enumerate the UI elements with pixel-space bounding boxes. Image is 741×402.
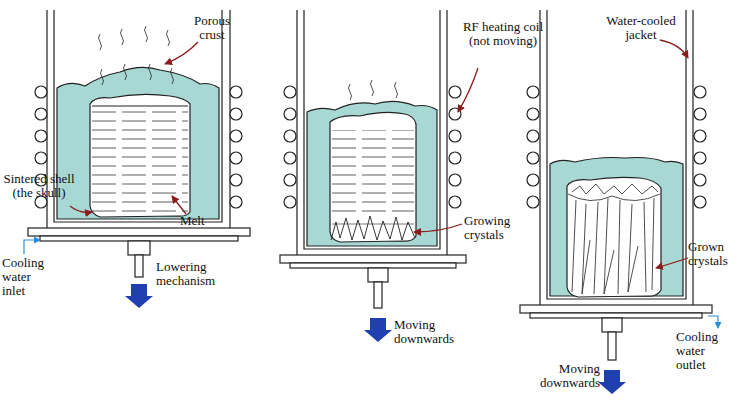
rf-coil-turns xyxy=(35,86,706,208)
part-label: Porous crust xyxy=(184,14,240,42)
water-flow-lines xyxy=(24,240,718,328)
down-arrow xyxy=(125,284,153,308)
motion-label: Moving downwards xyxy=(540,362,600,390)
part-label: Water-cooled jacket xyxy=(606,14,676,42)
part-label: Melt xyxy=(180,214,220,228)
flow-label: Cooling water inlet xyxy=(2,256,52,298)
panel-3 xyxy=(520,10,712,360)
down-arrow xyxy=(598,370,626,394)
part-label: RF heating coil (not moving) xyxy=(462,20,544,48)
part-label: Sintered shell (the skull) xyxy=(2,172,76,200)
panel-1 xyxy=(28,10,250,277)
motion-label: Moving downwards xyxy=(394,318,464,346)
flow-label: Cooling water outlet xyxy=(676,330,736,372)
part-label: Growing crystals xyxy=(464,214,524,242)
panel-2 xyxy=(280,10,466,308)
part-label: Grown crystals xyxy=(688,240,738,268)
leader-lines xyxy=(70,40,688,268)
down-arrow xyxy=(364,318,392,342)
part-label: Lowering mechanism xyxy=(156,260,226,288)
